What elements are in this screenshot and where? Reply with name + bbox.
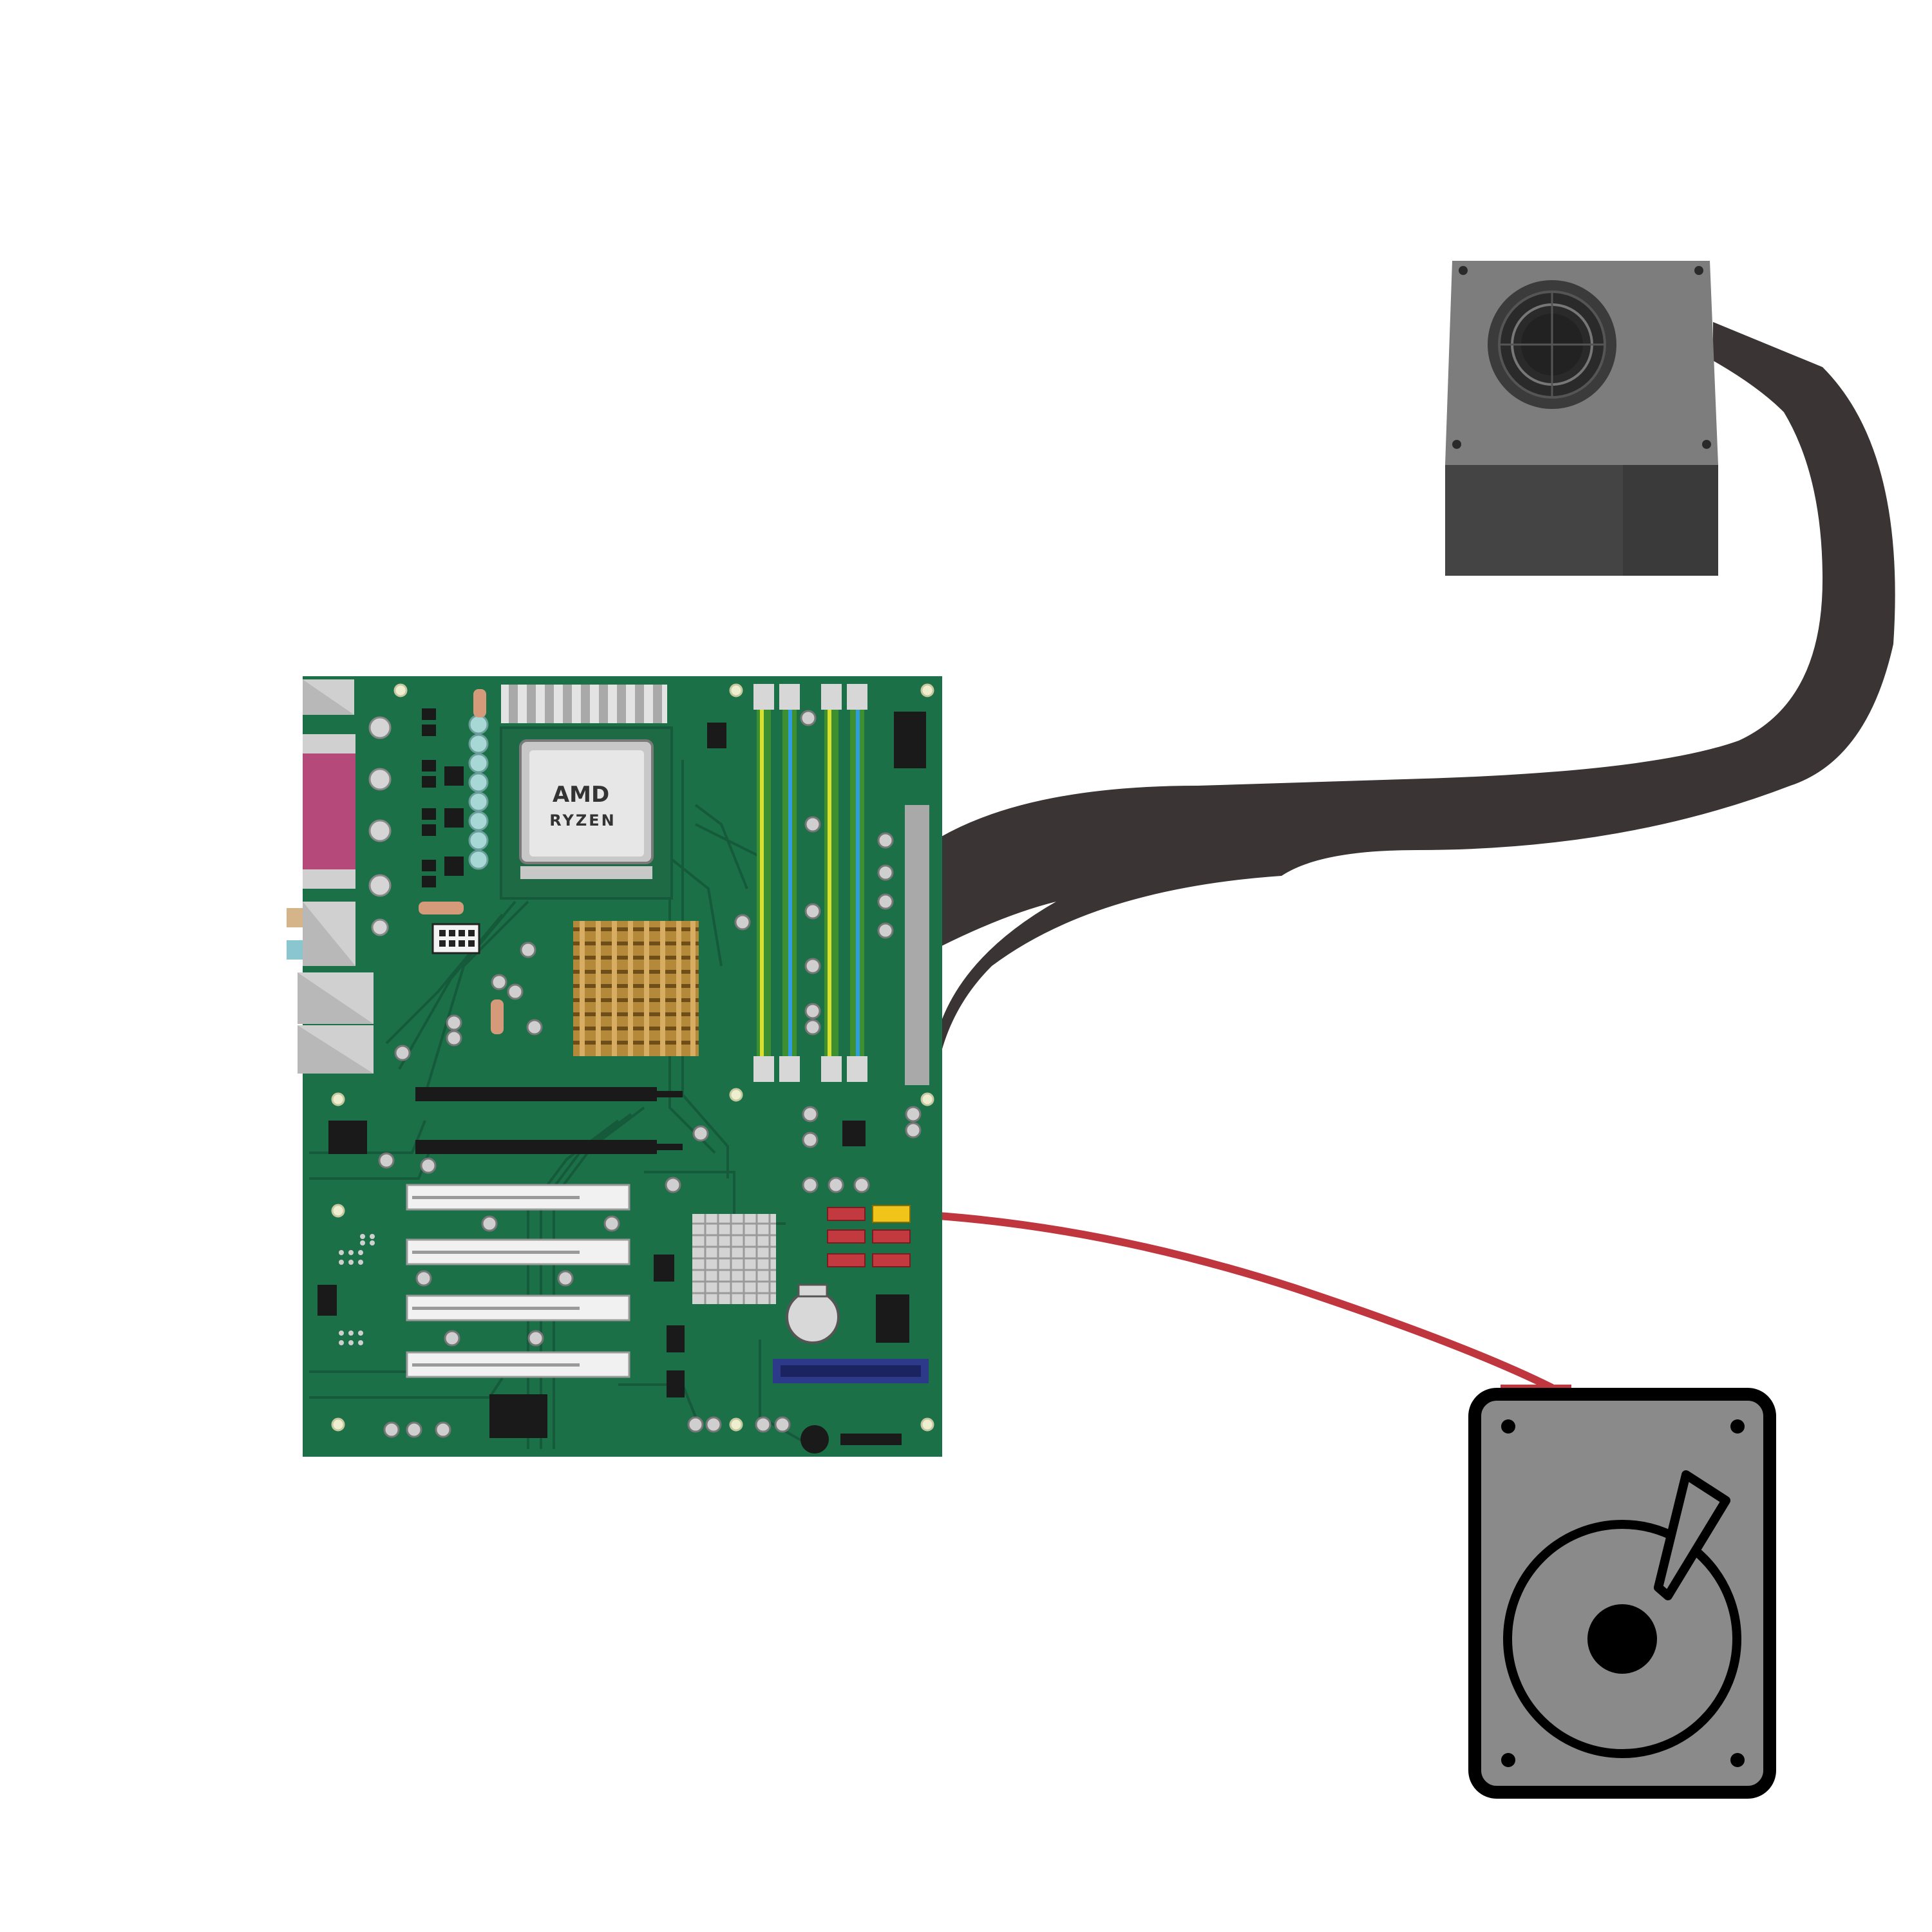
chip (328, 1121, 367, 1154)
sata-ports (827, 1205, 911, 1267)
chipset-heatsink (573, 921, 699, 1056)
pcie-x16-slot (422, 1087, 657, 1101)
sata-port (872, 1229, 911, 1244)
mounting-holes (331, 683, 934, 1432)
ide-connector (773, 1359, 929, 1383)
cpu-brand-label: AMD (553, 782, 609, 808)
chip (894, 712, 926, 768)
chip (842, 1121, 866, 1146)
hard-drive (1468, 1388, 1776, 1799)
sata-port (827, 1207, 866, 1221)
disk-platter-icon (1503, 1470, 1741, 1758)
mosfets (422, 708, 464, 887)
southbridge-heatsink (692, 1214, 776, 1304)
buzzer (800, 1425, 829, 1454)
pcie-x16-slot (422, 1140, 657, 1154)
chip (654, 1255, 674, 1282)
cmos-battery (786, 1283, 840, 1344)
chip (667, 1370, 685, 1397)
hdd-screw (1730, 1753, 1745, 1767)
psu-screw (1702, 440, 1711, 449)
cpu-retention-bar (520, 866, 652, 879)
power-chokes (368, 716, 392, 936)
sata-port (827, 1229, 866, 1244)
resistor (491, 999, 504, 1034)
rear-io-panel (287, 679, 374, 1074)
hdd-screw (1730, 1419, 1745, 1434)
motherboard: AMD RYZEN (287, 676, 942, 1457)
components (378, 710, 922, 1438)
hdd-read-arm (1654, 1470, 1730, 1600)
parallel-port (303, 734, 355, 889)
audio-jack (287, 940, 303, 960)
ram-slots (753, 684, 867, 1082)
psu-screw (1694, 266, 1703, 275)
sata-cable (907, 1210, 1571, 1394)
cpu: AMD RYZEN (519, 739, 654, 864)
chip (876, 1294, 909, 1343)
resistor (419, 902, 464, 914)
chip (489, 1394, 547, 1438)
sata-port (872, 1253, 911, 1267)
pcie-x16-slots (415, 1087, 683, 1154)
capacitors (468, 714, 489, 870)
psu-side-shade (1623, 465, 1718, 576)
fan-icon (1488, 280, 1616, 409)
chip (667, 1325, 685, 1352)
sata-port (827, 1253, 866, 1267)
chip (317, 1285, 337, 1316)
hdd-screw (1501, 1419, 1515, 1434)
psu-screw (1459, 266, 1468, 275)
power-cable-bundle (940, 322, 1895, 1056)
resistor (473, 689, 486, 717)
front-panel-header (840, 1434, 902, 1445)
led-dots (339, 1234, 375, 1345)
vrm-heatsink (501, 685, 667, 723)
cpu-model-label: RYZEN (549, 811, 616, 829)
hdd-screw (1501, 1753, 1515, 1767)
audio-jack (287, 908, 303, 927)
sata-cable-wire (907, 1210, 1554, 1392)
psu-screw (1452, 440, 1461, 449)
power-supply (1445, 261, 1718, 576)
cpu-power-connector (431, 923, 480, 954)
atx-power-connector (905, 805, 929, 1085)
chip (707, 723, 726, 748)
power-cable (940, 322, 1895, 1056)
sata-port-connected (872, 1205, 911, 1223)
